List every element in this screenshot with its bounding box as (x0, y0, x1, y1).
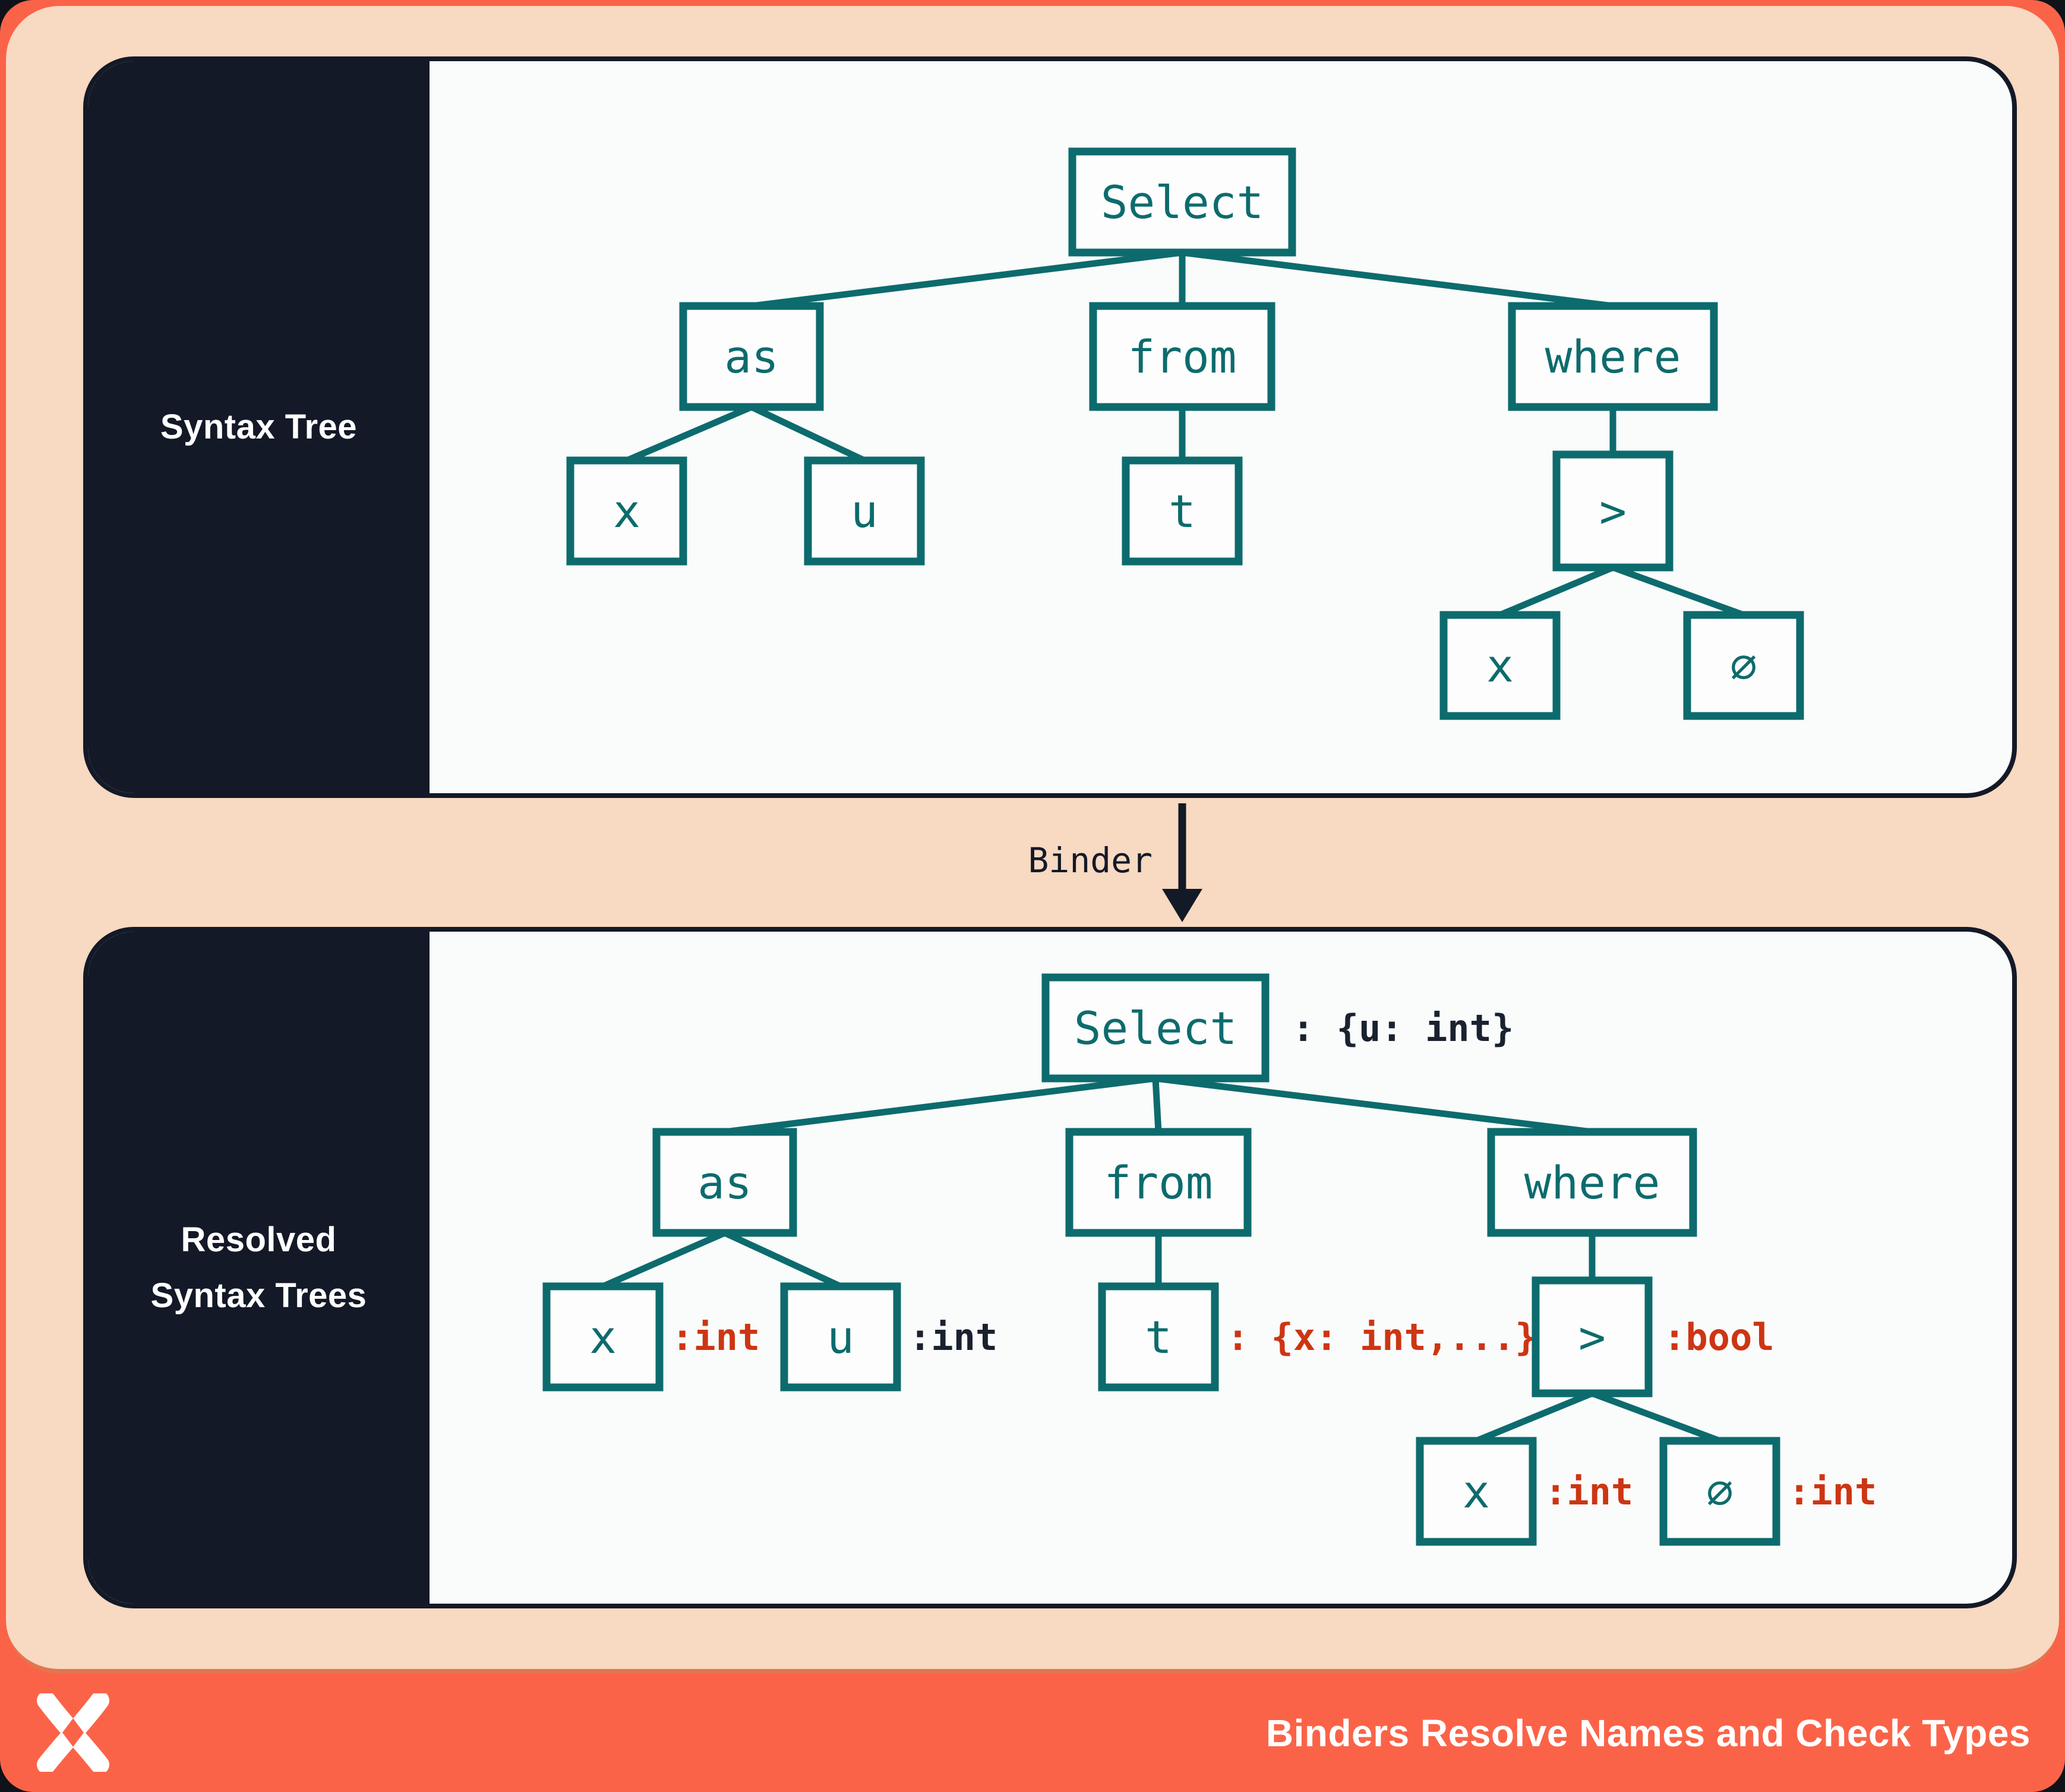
node-t-label: t (1169, 485, 1196, 538)
node-zero-resolved: ∅ (1659, 1437, 1780, 1546)
resolved-trees-sidebar: Resolved Syntax Trees (88, 932, 430, 1604)
node-x-label: x (589, 1311, 617, 1364)
node-u-label: u (851, 485, 878, 538)
node-as-label: as (724, 330, 779, 383)
t-type-annotation: : {x: int,...} (1227, 1315, 1537, 1359)
node-where: where (1508, 302, 1718, 411)
x-type-annotation: :int (671, 1315, 760, 1359)
node-as-label: as (697, 1156, 752, 1209)
node-zero-label: ∅ (1706, 1465, 1734, 1518)
node-as: as (679, 302, 824, 411)
node-gt-label: > (1599, 485, 1627, 538)
node-u: u (804, 456, 925, 566)
resolved-title-line2: Syntax Trees (150, 1276, 367, 1315)
syntax-tree-title: Syntax Tree (160, 408, 358, 446)
tree-edges (625, 249, 1745, 619)
node-where-resolved: where (1487, 1128, 1697, 1237)
syntax-tree-diagram: Select as from where x u t > (566, 147, 1804, 720)
node-select: Select (1068, 147, 1296, 257)
node-x2-label: x (1463, 1465, 1490, 1518)
x2-type-annotation: :int (1545, 1470, 1633, 1513)
node-u-resolved: u (780, 1282, 901, 1392)
syntax-tree-sidebar: Syntax Tree (88, 61, 430, 793)
node-from: from (1089, 302, 1275, 411)
node-select-resolved: Select (1041, 973, 1270, 1083)
node-t: t (1122, 456, 1243, 566)
node-t-label: t (1145, 1311, 1172, 1364)
x-logo-icon (37, 1693, 109, 1772)
zero-type-annotation: :int (1788, 1470, 1877, 1513)
node-x2: x (1439, 611, 1561, 720)
node-u-label: u (827, 1311, 854, 1364)
u-type-annotation: :int (909, 1315, 997, 1359)
node-x: x (566, 456, 687, 566)
node-x2-label: x (1486, 639, 1514, 692)
binder-label: Binder (1028, 840, 1153, 881)
node-x-label: x (613, 485, 640, 538)
node-t-resolved: t (1098, 1282, 1219, 1392)
node-as-resolved: as (652, 1128, 797, 1237)
resolved-tree-diagram: Select : {u: int} as from where x :int u… (542, 973, 1877, 1546)
node-gt: > (1552, 450, 1674, 572)
node-x2-resolved: x (1416, 1437, 1537, 1546)
node-gt-label: > (1578, 1311, 1606, 1364)
node-zero-label: ∅ (1730, 639, 1757, 692)
node-from-resolved: from (1065, 1128, 1252, 1237)
binder-arrow-icon (1162, 803, 1202, 922)
node-from-label: from (1128, 330, 1236, 383)
gt-type-annotation: :bool (1663, 1315, 1774, 1359)
footer-title: Binders Resolve Names and Check Types (1265, 1711, 2031, 1755)
node-where-label: where (1545, 330, 1681, 383)
node-x-resolved: x (542, 1282, 664, 1392)
node-select-label: Select (1074, 1002, 1237, 1055)
node-select-label: Select (1101, 176, 1264, 229)
node-from-label: from (1104, 1156, 1213, 1209)
node-where-label: where (1524, 1156, 1660, 1209)
select-type-annotation: : {u: int} (1292, 1007, 1514, 1050)
node-zero: ∅ (1683, 611, 1804, 720)
resolved-title-line1: Resolved (181, 1220, 337, 1259)
node-gt-resolved: > (1532, 1276, 1653, 1397)
tree-edges (601, 1075, 1721, 1444)
